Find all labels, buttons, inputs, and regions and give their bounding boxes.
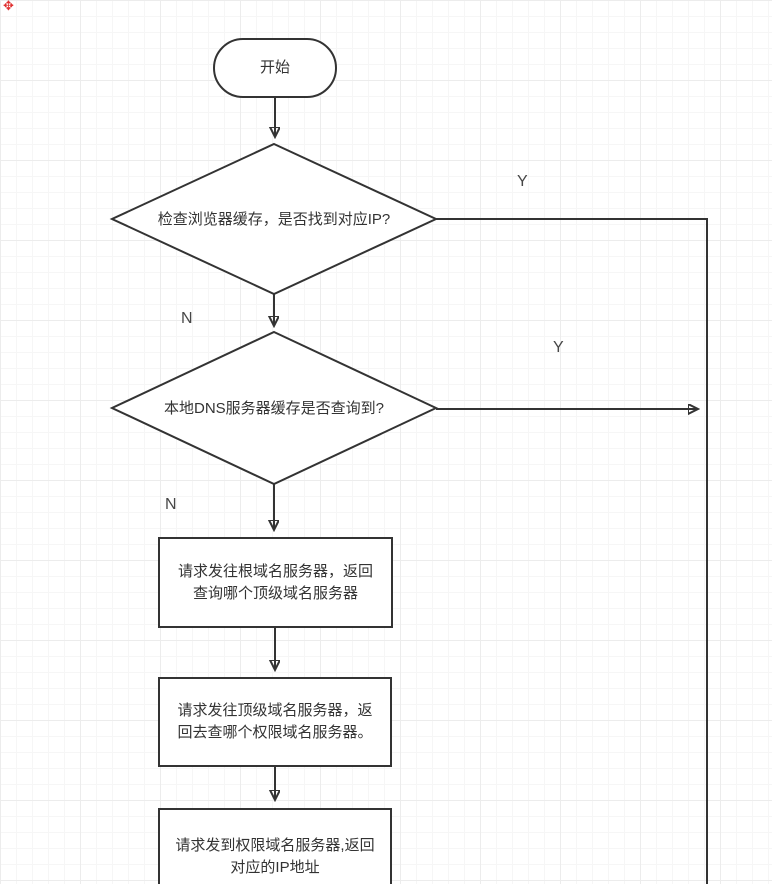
edge-label-local-dns-no: N: [165, 496, 177, 513]
edge-label-browser-cache-yes: Y: [517, 173, 528, 190]
process-tld-server-node[interactable]: 请求发往顶级域名服务器，返回去查哪个权限域名服务器。: [158, 677, 392, 767]
process-root-server-node[interactable]: 请求发往根域名服务器，返回查询哪个顶级域名服务器: [158, 537, 393, 628]
start-node-label: 开始: [259, 59, 290, 77]
process-tld-server-label: 请求发往顶级域名服务器，返回去查哪个权限域名服务器。: [177, 702, 373, 741]
start-node[interactable]: 开始: [213, 38, 337, 98]
red-position-marker-icon: ✥: [3, 0, 14, 13]
process-authoritative-server-node[interactable]: 请求发到权限域名服务器,返回对应的IP地址: [158, 808, 392, 884]
edge-label-browser-cache-no: N: [181, 310, 193, 327]
edge-label-local-dns-yes: Y: [553, 339, 564, 356]
process-root-server-label: 请求发往根域名服务器，返回查询哪个顶级域名服务器: [177, 562, 373, 602]
decision-local-dns-shape[interactable]: [109, 330, 439, 486]
process-authoritative-server-label: 请求发到权限域名服务器,返回对应的IP地址: [175, 836, 375, 876]
edge-browser-cache-yes-line: [436, 218, 708, 884]
decision-browser-cache-shape[interactable]: [109, 142, 439, 296]
